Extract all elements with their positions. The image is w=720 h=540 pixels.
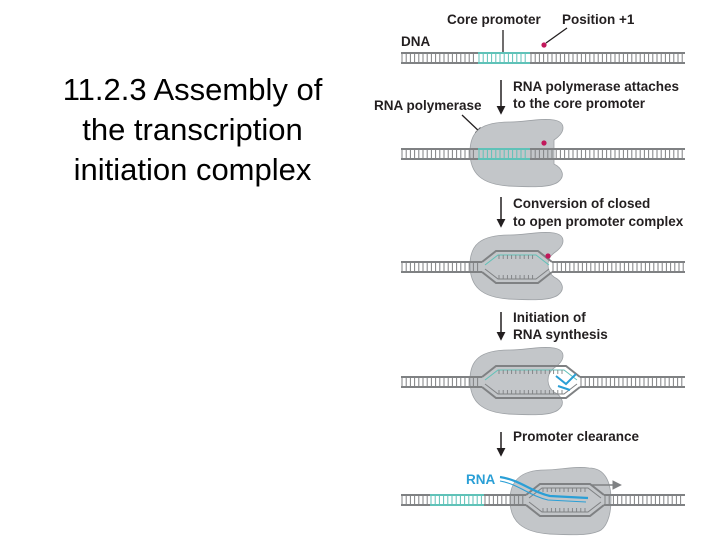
- step-2-label-line-1: Conversion of closed: [513, 196, 650, 211]
- dna-base-pairs: [530, 150, 683, 158]
- unpaired-bases: [542, 488, 586, 512]
- slide-title-line-2: the transcription: [82, 112, 303, 147]
- rna-polymerase-shape: [469, 347, 564, 416]
- template-strand-bottom-inner: [484, 383, 578, 395]
- dna-base-pairs: [552, 263, 684, 271]
- template-strand-top: [481, 250, 553, 263]
- stage-initiation: [401, 347, 685, 416]
- transcription-start-site-dot: [545, 253, 551, 259]
- template-strand-top-inner: [528, 487, 602, 499]
- template-strand-top-inner: [484, 369, 578, 381]
- template-strand-top: [481, 365, 581, 378]
- step-4-label-line-1: Promoter clearance: [513, 429, 640, 444]
- slide-title-line-3: initiation complex: [73, 152, 312, 187]
- dna-label: DNA: [401, 34, 430, 49]
- stage-free-dna: [401, 42, 685, 64]
- template-strand-bottom: [525, 504, 605, 517]
- step-1-label-line-1: RNA polymerase attaches: [513, 79, 679, 94]
- position-pointer: [545, 27, 568, 44]
- stage-open-complex: [401, 232, 685, 301]
- step-2-label-line-2: to open promoter complex: [513, 214, 684, 229]
- template-strand-top-inner: [484, 254, 550, 266]
- template-strand-bottom-inner: [484, 268, 550, 280]
- dna-base-pairs: [604, 496, 682, 504]
- unpaired-bases: [498, 255, 534, 279]
- transcription-start-site-dot: [541, 42, 547, 48]
- nascent-rna-tail: [557, 385, 571, 391]
- dna-base-pairs: [484, 496, 524, 504]
- rna-polymerase-label: RNA polymerase: [374, 98, 482, 113]
- step-3-label-line-2: RNA synthesis: [513, 327, 608, 342]
- template-strand-bottom-inner: [528, 501, 602, 513]
- dna-base-pairs: [401, 150, 474, 158]
- dna-base-pairs: [401, 54, 474, 62]
- dna-base-pairs: [478, 54, 526, 62]
- template-strand-bottom: [481, 271, 553, 284]
- dna-base-pairs: [580, 378, 683, 386]
- rna-polymerase-shape: [469, 232, 564, 301]
- position-label: Position +1: [562, 12, 635, 27]
- nascent-rna: [555, 373, 577, 386]
- template-strand-bottom: [481, 386, 581, 399]
- unpaired-bases: [498, 370, 563, 394]
- dna-base-pairs: [478, 150, 526, 158]
- step-3-label-line-1: Initiation of: [513, 310, 586, 325]
- rna-label: RNA: [466, 472, 495, 487]
- slide-title-line-1: 11.2.3 Assembly of: [62, 72, 323, 107]
- transcription-start-site-dot: [541, 140, 547, 146]
- slide-title: 11.2.3 Assembly of the transcription ini…: [20, 70, 365, 190]
- dna-base-pairs: [401, 263, 479, 271]
- dna-base-pairs: [401, 496, 428, 504]
- dna-base-pairs: [430, 496, 482, 504]
- rna-transcript: [499, 475, 589, 500]
- step-1-label-line-2: to the core promoter: [513, 96, 646, 111]
- rna-transcript-inner: [499, 480, 587, 503]
- stage-closed-complex: [401, 119, 685, 188]
- stage-promoter-clearance: [401, 467, 685, 536]
- dna-base-pairs: [530, 54, 683, 62]
- core-promoter-label: Core promoter: [447, 12, 542, 27]
- dna-base-pairs: [401, 378, 479, 386]
